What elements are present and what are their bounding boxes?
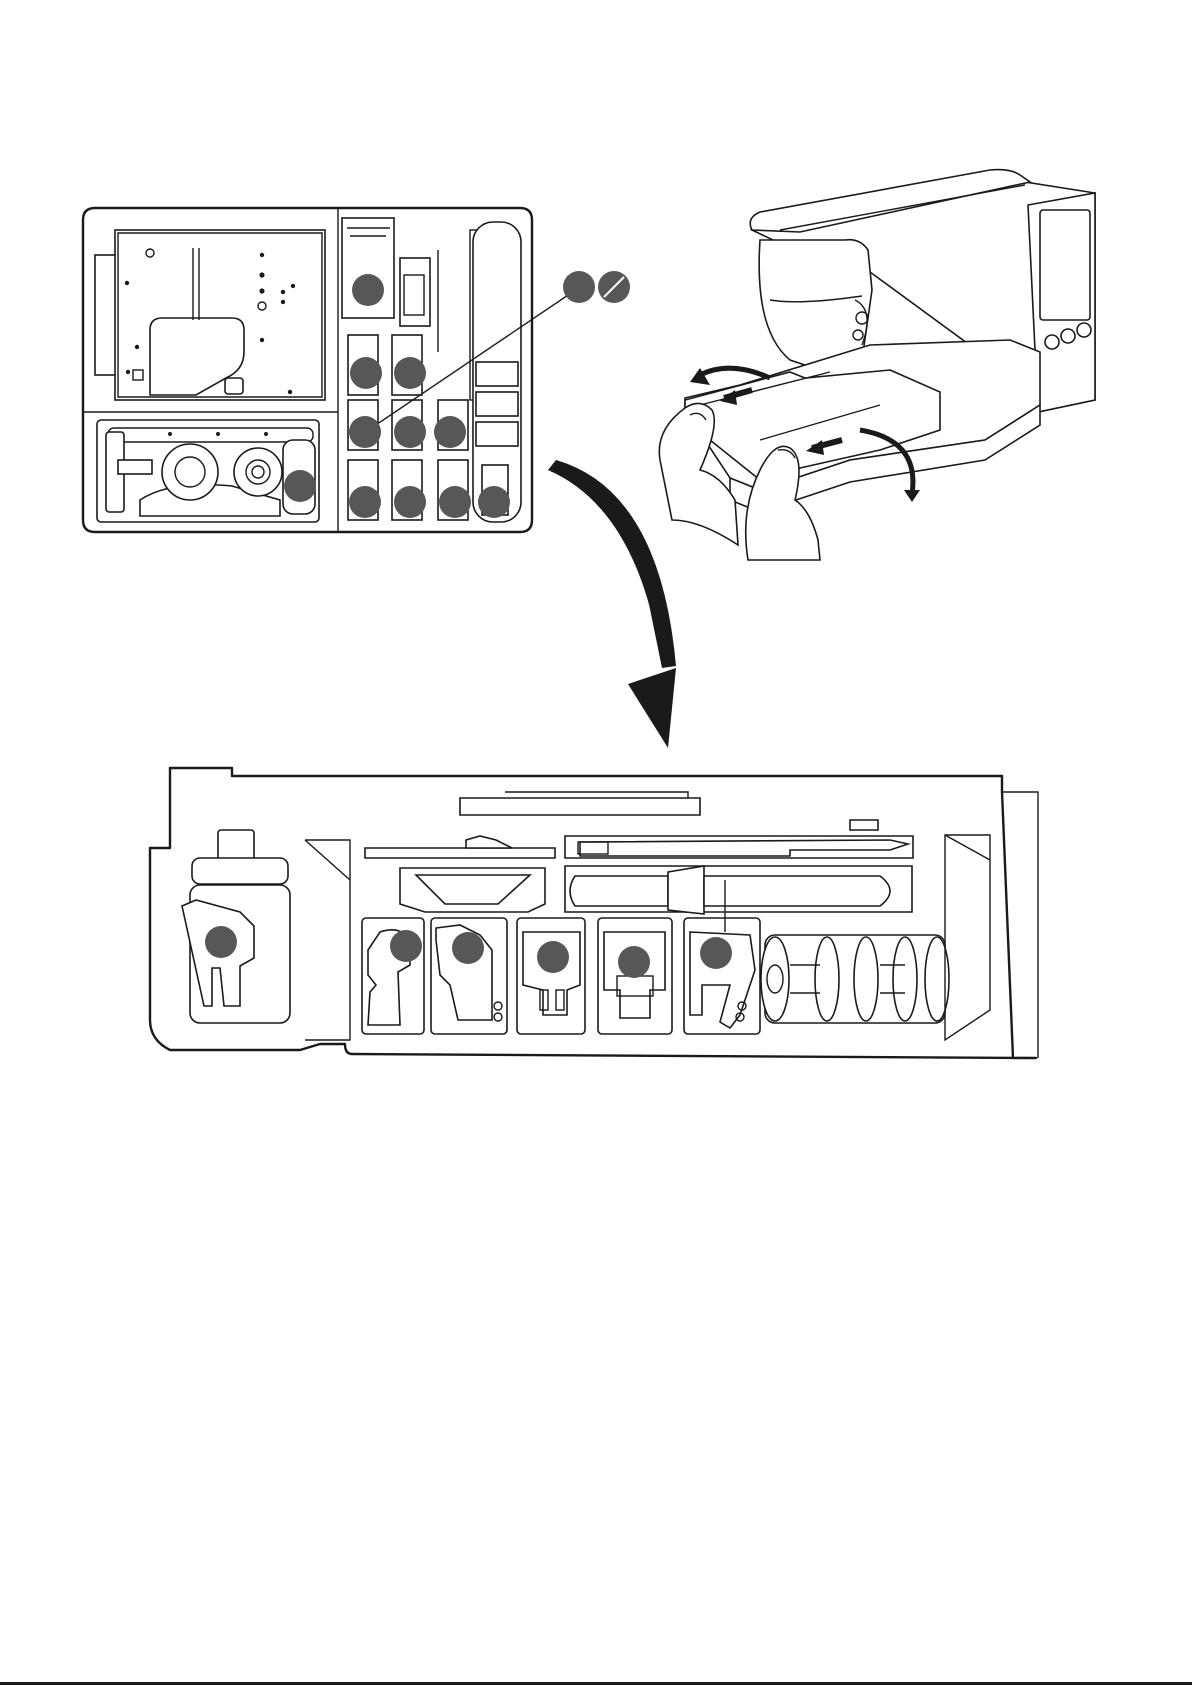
callout-marker [390, 930, 422, 962]
accessory-tray-front-view [150, 768, 1038, 1058]
big-curved-arrow [548, 460, 676, 748]
callout-marker [349, 416, 381, 448]
callout-marker [350, 357, 382, 389]
callout-marker [284, 470, 316, 502]
callout-marker [537, 941, 569, 973]
callout-marker [434, 416, 466, 448]
bobbin-stack [761, 935, 949, 1023]
callout-marker [452, 932, 484, 964]
sewing-machine-illustration [659, 170, 1095, 560]
callout-marker [205, 926, 237, 958]
callout-marker [394, 486, 426, 518]
callout-marker [394, 416, 426, 448]
callout-marker [563, 271, 595, 303]
callout-marker [394, 357, 426, 389]
callout-marker [618, 946, 650, 978]
spool-holder-compartment [97, 420, 319, 522]
callout-marker [352, 274, 384, 306]
callout-marker [700, 937, 732, 969]
callout-marker [478, 486, 510, 518]
callout-marker [439, 486, 471, 518]
callout-marker [349, 486, 381, 518]
accessory-tray-top-view [83, 208, 630, 532]
needle-plate [95, 230, 325, 400]
